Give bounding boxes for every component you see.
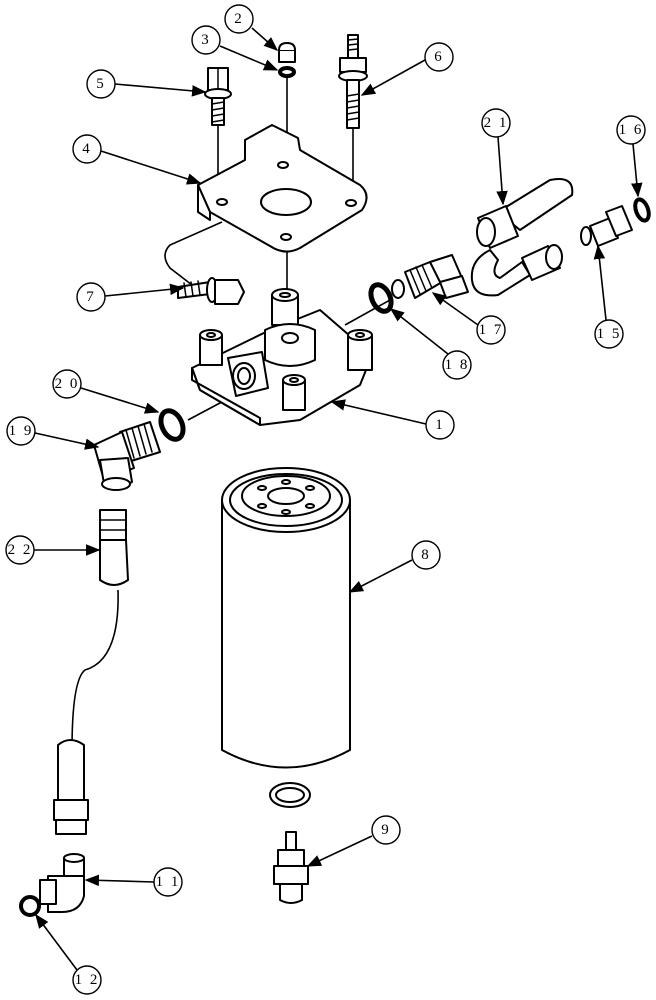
- oring-part-3: [278, 66, 296, 78]
- svg-text:5: 5: [96, 76, 106, 92]
- callout-19[interactable]: 1 9: [6, 416, 36, 446]
- callout-16[interactable]: 1 6: [616, 115, 646, 145]
- oring-part-20: [158, 408, 186, 442]
- svg-text:9: 9: [381, 822, 391, 838]
- oring-part-18: [368, 282, 394, 314]
- svg-text:4: 4: [82, 141, 92, 157]
- svg-text:1 7: 1 7: [479, 322, 504, 338]
- plug-part-2: [278, 42, 296, 63]
- filter-element-part-8: [221, 467, 351, 769]
- tube-part-21: [470, 178, 574, 297]
- mounting-plate-part-4: [197, 124, 368, 253]
- callout-2[interactable]: 2: [224, 4, 254, 34]
- callout-3[interactable]: 3: [191, 25, 221, 55]
- filter-head-part-1: [191, 288, 373, 426]
- callout-9[interactable]: 9: [371, 815, 401, 845]
- svg-text:2: 2: [234, 11, 244, 27]
- svg-text:1 2: 1 2: [75, 972, 100, 988]
- callout-6[interactable]: 6: [424, 42, 454, 72]
- svg-text:1 1: 1 1: [156, 874, 181, 890]
- callout-22[interactable]: 2 2: [5, 535, 35, 565]
- svg-text:1: 1: [435, 417, 445, 433]
- elbow-part-11: [39, 853, 85, 913]
- sensor-part-9: [273, 831, 309, 904]
- hose-part-22: [53, 509, 129, 835]
- seal-ring: [269, 782, 311, 808]
- oring-part-16: [633, 197, 651, 223]
- callout-4[interactable]: 4: [72, 134, 102, 164]
- oring-part-12: [19, 895, 41, 917]
- callout-11[interactable]: 1 1: [153, 867, 183, 897]
- callout-1[interactable]: 1: [425, 410, 455, 440]
- svg-text:1 6: 1 6: [619, 122, 644, 138]
- svg-text:2 0: 2 0: [55, 376, 80, 392]
- callout-15[interactable]: 1 5: [594, 319, 624, 349]
- svg-text:1 8: 1 8: [445, 357, 470, 373]
- svg-text:3: 3: [201, 32, 211, 48]
- svg-text:7: 7: [86, 289, 96, 305]
- callout-8[interactable]: 8: [411, 540, 441, 570]
- callout-21[interactable]: 2 1: [481, 108, 511, 138]
- elbow-fitting-part-19: [93, 421, 161, 491]
- callout-5[interactable]: 5: [86, 69, 116, 99]
- callout-17[interactable]: 1 7: [476, 315, 506, 345]
- callout-20[interactable]: 2 0: [52, 369, 82, 399]
- callout-12[interactable]: 1 2: [72, 965, 102, 995]
- svg-text:8: 8: [421, 547, 431, 563]
- fitting-part-17: [391, 254, 469, 299]
- callout-7[interactable]: 7: [76, 282, 106, 312]
- svg-text:1 9: 1 9: [9, 423, 34, 439]
- svg-text:2 2: 2 2: [8, 542, 33, 558]
- svg-text:6: 6: [434, 49, 444, 65]
- svg-text:2 1: 2 1: [484, 115, 509, 131]
- stud-part-6: [338, 34, 368, 129]
- fitting-part-15: [580, 205, 633, 247]
- callout-18[interactable]: 1 8: [442, 350, 472, 380]
- svg-text:1 5: 1 5: [597, 326, 622, 342]
- bolt-part-5: [204, 67, 232, 126]
